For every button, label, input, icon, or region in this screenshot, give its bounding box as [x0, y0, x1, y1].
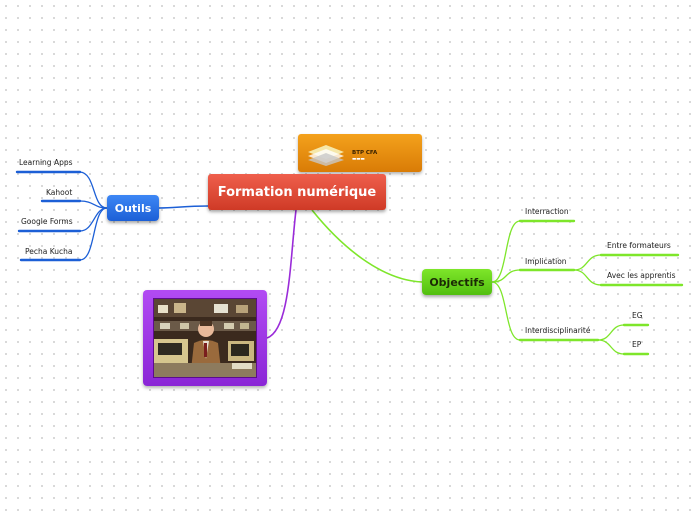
- computer-lab-photo: [153, 298, 257, 378]
- subtopic-implication[interactable]: Implication: [525, 257, 567, 266]
- logo-mark-icon: [306, 140, 346, 166]
- link-interdisc-ep: [598, 340, 624, 354]
- central-topic-label: Formation numérique: [218, 185, 377, 200]
- logo-text: BTP CFA: [352, 150, 377, 156]
- link-central-objectifs: [312, 210, 422, 282]
- subtopic-interraction[interactable]: Interraction: [525, 207, 569, 216]
- subtopic-google-forms[interactable]: Google Forms: [21, 217, 73, 226]
- link-outils-learning-apps: [80, 172, 107, 208]
- link-central-photo: [267, 210, 296, 338]
- subtopic-interdisciplinarite[interactable]: Interdisciplinarité: [525, 326, 590, 335]
- subtopic-pecha-kucha[interactable]: Pecha Kucha: [25, 247, 73, 256]
- link-implication-apprentis: [574, 270, 601, 285]
- subtopic-ep[interactable]: EP: [632, 340, 641, 349]
- topic-objectifs[interactable]: Objectifs: [422, 269, 492, 295]
- subtopic-kahoot[interactable]: Kahoot: [46, 188, 72, 197]
- btp-cfa-logo: BTP CFA ▬▬▬: [306, 140, 414, 166]
- subtopic-learning-apps[interactable]: Learning Apps: [19, 158, 73, 167]
- link-outils-pecha-kucha: [80, 208, 107, 260]
- link-objectifs-interdisciplinarite: [492, 282, 520, 340]
- subtopic-entre-formateurs[interactable]: Entre formateurs: [607, 241, 671, 250]
- central-topic[interactable]: Formation numérique: [208, 174, 386, 210]
- link-outils-google-forms: [80, 208, 107, 231]
- topic-objectifs-label: Objectifs: [429, 276, 484, 289]
- link-implication-formateurs: [574, 255, 601, 270]
- logo-image-node[interactable]: BTP CFA ▬▬▬: [298, 134, 422, 172]
- topic-outils-label: Outils: [115, 202, 152, 215]
- link-interdisc-eg: [598, 325, 624, 340]
- photo-image-node[interactable]: [143, 290, 267, 386]
- link-objectifs-interraction: [492, 221, 520, 282]
- link-central-outils: [159, 206, 208, 208]
- subtopic-eg[interactable]: EG: [632, 311, 643, 320]
- photo-illustration: [154, 299, 257, 378]
- topic-outils[interactable]: Outils: [107, 195, 159, 221]
- logo-tagline-graphic: ▬▬▬: [352, 157, 365, 162]
- subtopic-avec-les-apprentis[interactable]: Avec les apprentis: [607, 271, 676, 280]
